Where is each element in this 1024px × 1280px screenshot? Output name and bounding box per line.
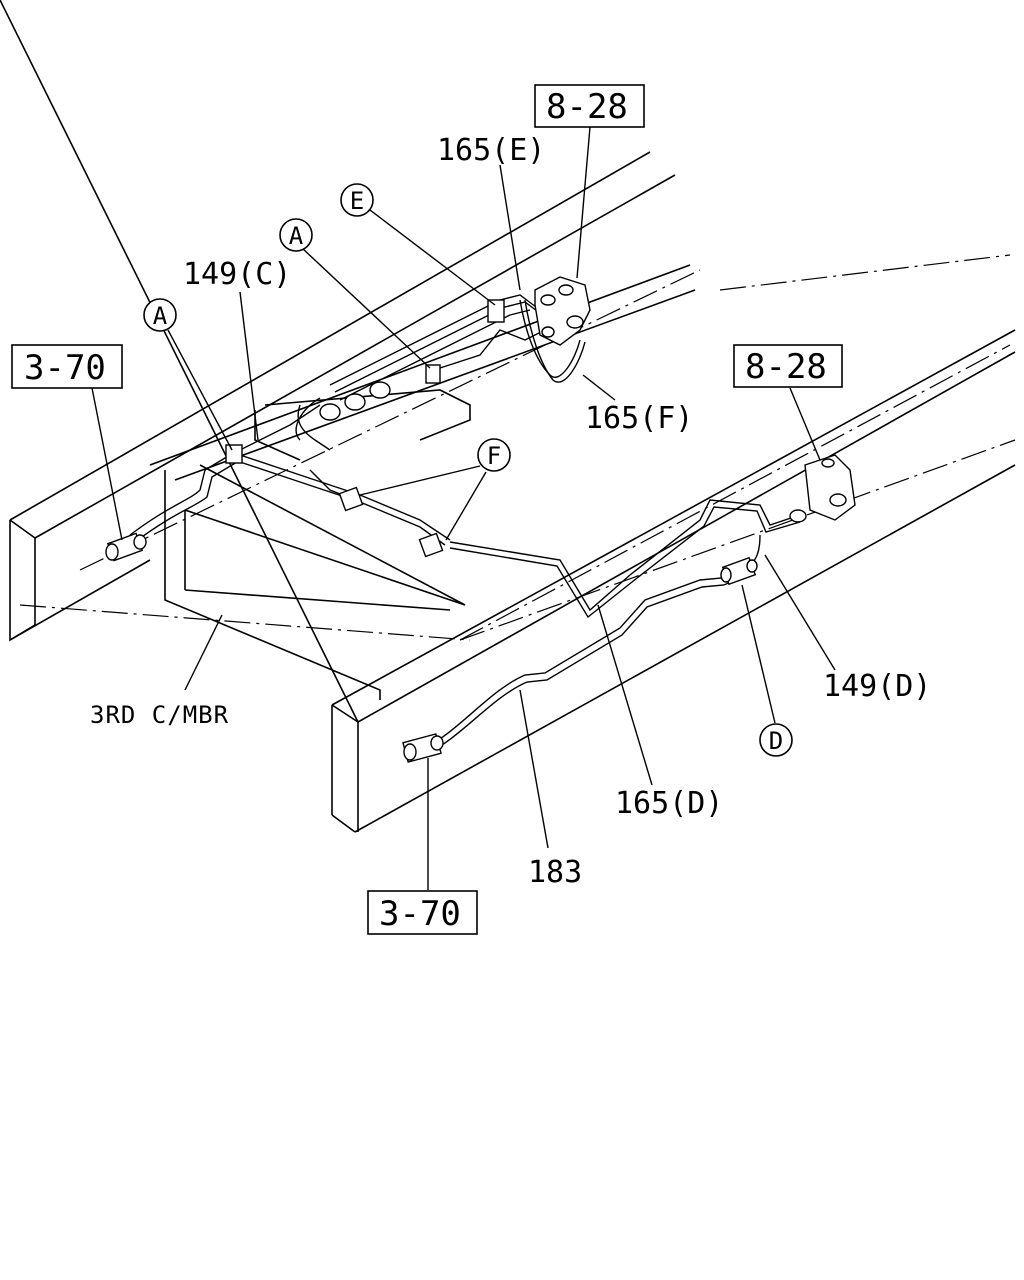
leader-lines [91,126,836,890]
frame-structure [0,0,1016,833]
right-frame-rail [331,329,1016,706]
ref-3-70-left: 3-70 [24,348,106,388]
callout-A-left-circle [143,298,177,332]
pipe-165D [449,499,801,612]
ref-8-28-right: 8-28 [745,347,827,387]
left-frame-rail [9,151,651,521]
pipe-149C [129,404,321,536]
callout-E-circle [340,183,374,217]
callout-letters: A A E F D [153,187,783,755]
fitting-3-70-bottom [402,733,444,763]
clamp-F-1 [338,486,364,512]
ref-box-8-28-right [733,344,843,388]
centerlines [19,254,1016,641]
clamp-A-center [425,364,441,384]
valve-8-28-right [789,454,856,523]
label-crossmember: 3RD C/MBR [90,701,229,729]
connector-D [720,556,758,586]
label-165E: 165(E) [437,133,545,168]
callout-E: E [350,187,364,215]
brake-pipes [129,294,801,756]
reference-labels: 8-28 8-28 3-70 3-70 [24,87,827,934]
ref-8-28-top: 8-28 [546,87,628,127]
clamp-E [487,299,505,323]
callout-A-left: A [153,302,168,330]
ref-box-3-70-bottom [367,890,478,935]
valve-8-28-top [534,276,591,346]
callout-A-center-circle [279,218,313,252]
label-165D: 165(D) [615,786,723,821]
clamp-A-left [225,444,243,464]
label-165F: 165(F) [585,401,693,436]
label-183: 183 [528,855,582,890]
label-149C: 149(C) [183,257,291,292]
components [105,276,856,763]
callout-A-center: A [289,222,304,250]
clamp-F-2 [418,532,444,558]
callout-F: F [487,442,501,470]
reference-boxes [11,84,843,935]
ref-box-3-70-left [11,344,123,389]
pipe-183 [424,569,741,749]
callouts [143,183,793,757]
callout-D: D [769,727,783,755]
crossmember-outline [164,470,381,700]
part-labels: 165(E) 165(F) 149(C) 149(D) 165(D) 183 3… [90,133,931,890]
callout-F-circle [477,438,511,472]
ref-box-8-28-top [534,84,645,128]
callout-D-circle [759,723,793,757]
ref-3-70-bottom: 3-70 [379,894,461,934]
fitting-3-70-left [105,532,147,562]
label-149D: 149(D) [823,669,931,704]
